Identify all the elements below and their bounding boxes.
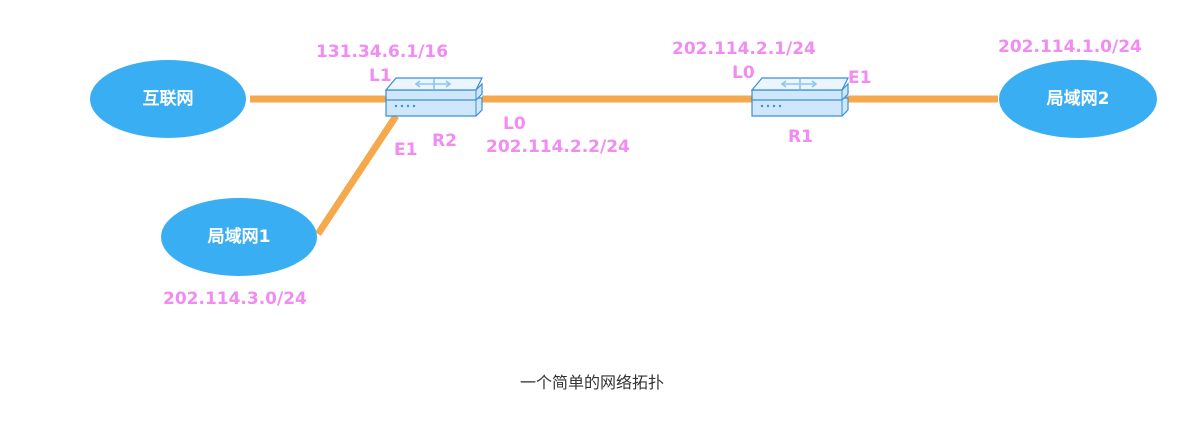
r2-name: R2 bbox=[432, 131, 457, 151]
lan2-network: 202.114.1.0/24 bbox=[998, 37, 1142, 57]
lan2-label: 局域网2 bbox=[1047, 88, 1110, 109]
router-r2-icon bbox=[385, 77, 483, 117]
r1-l0-address: 202.114.2.1/24 bbox=[672, 39, 816, 59]
r2-e1-label: E1 bbox=[394, 140, 417, 160]
diagram-caption: 一个简单的网络拓扑 bbox=[520, 373, 664, 392]
r2-l1-address: 131.34.6.1/16 bbox=[316, 42, 448, 62]
lan1-node: 局域网1 bbox=[161, 198, 317, 276]
r2-l0-address: 202.114.2.2/24 bbox=[486, 137, 630, 157]
lan2-node: 局域网2 bbox=[999, 60, 1157, 138]
lan1-network: 202.114.3.0/24 bbox=[163, 289, 307, 309]
internet-label: 互联网 bbox=[143, 89, 194, 109]
r1-l0-label: L0 bbox=[732, 63, 755, 83]
r2-l1-label: L1 bbox=[369, 66, 392, 86]
internet-node: 互联网 bbox=[90, 60, 246, 138]
lan1-label: 局域网1 bbox=[208, 226, 271, 247]
link-r2-lan1 bbox=[315, 114, 399, 236]
r2-l0-label: L0 bbox=[503, 114, 526, 134]
r1-name: R1 bbox=[788, 127, 813, 147]
r1-e1-label: E1 bbox=[848, 68, 871, 88]
router-r1-icon bbox=[751, 77, 849, 117]
